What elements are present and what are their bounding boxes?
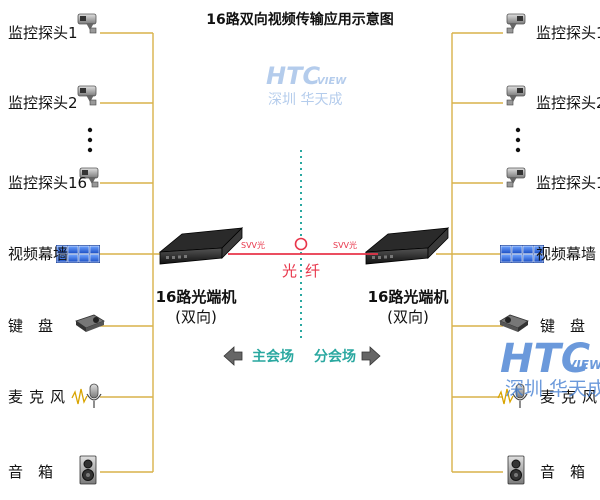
left-terminal-label-sub: (双向) <box>175 308 217 326</box>
brand-watermark: HTC VIEW 深圳 华天成 <box>266 62 347 108</box>
keyboard-icon <box>75 314 105 333</box>
left-device-label: 视频幕墙 <box>8 245 68 263</box>
left-bus <box>100 32 170 473</box>
left-terminal-label: 16路光端机 <box>156 288 237 306</box>
optical-terminal-left <box>159 227 243 265</box>
camera-icon <box>77 13 97 34</box>
left-arrow-icon <box>223 346 243 366</box>
fiber-port-right: SVV光 <box>333 240 357 250</box>
svg-text:深圳 华天成: 深圳 华天成 <box>505 378 600 400</box>
right-device-label: 监控探头16 <box>536 174 600 192</box>
fiber-label: 纤 <box>305 262 320 280</box>
keyboard-icon <box>499 314 529 333</box>
right-device-label: 麦克风 <box>540 388 600 406</box>
svg-text:HTC: HTC <box>266 62 320 90</box>
left-device-label: 监控探头1 <box>8 24 78 42</box>
diagram-title: 16路双向视频传输应用示意图 <box>206 11 393 28</box>
left-device-label: 监控探头16 <box>8 174 87 192</box>
speaker-icon <box>79 455 97 485</box>
speaker-icon <box>507 455 525 485</box>
microphone-icon <box>71 383 102 409</box>
left-device-label: 监控探头2 <box>8 94 78 112</box>
camera-icon <box>506 85 526 106</box>
svg-text:HTC: HTC <box>500 336 590 382</box>
right-terminal-label: 16路光端机 <box>368 288 449 306</box>
right-arrow-icon <box>361 346 381 366</box>
optical-terminal-right <box>365 227 449 265</box>
svg-text:深圳 华天成: 深圳 华天成 <box>268 92 342 108</box>
main-site-label: 主会场 <box>252 348 294 365</box>
right-device-label: 视频幕墙 <box>536 245 596 263</box>
left-ellipsis <box>87 127 93 153</box>
camera-icon <box>77 85 97 106</box>
right-device-label: 键 盘 <box>540 317 585 335</box>
right-terminal-label-sub: (双向) <box>387 308 429 326</box>
fiber-connector <box>294 237 308 251</box>
right-bus <box>436 32 503 473</box>
right-device-label: 监控探头1 <box>536 24 600 42</box>
svg-text:VIEW: VIEW <box>567 358 600 372</box>
fiber-port-left: SVV光 <box>241 240 265 250</box>
right-ellipsis <box>515 127 521 153</box>
svg-text:VIEW: VIEW <box>317 76 347 87</box>
left-device-label: 麦克风 <box>8 388 71 406</box>
left-device-label: 音 箱 <box>8 463 53 481</box>
left-device-label: 键 盘 <box>8 317 53 335</box>
right-device-label: 音 箱 <box>540 463 585 481</box>
camera-icon <box>506 13 526 34</box>
fiber-label: 光 <box>282 262 297 280</box>
branch-site-label: 分会场 <box>314 348 356 365</box>
brand-watermark-large: HTC VIEW 深圳 华天成 <box>500 336 600 400</box>
right-device-label: 监控探头2 <box>536 94 600 112</box>
camera-icon <box>506 167 526 188</box>
